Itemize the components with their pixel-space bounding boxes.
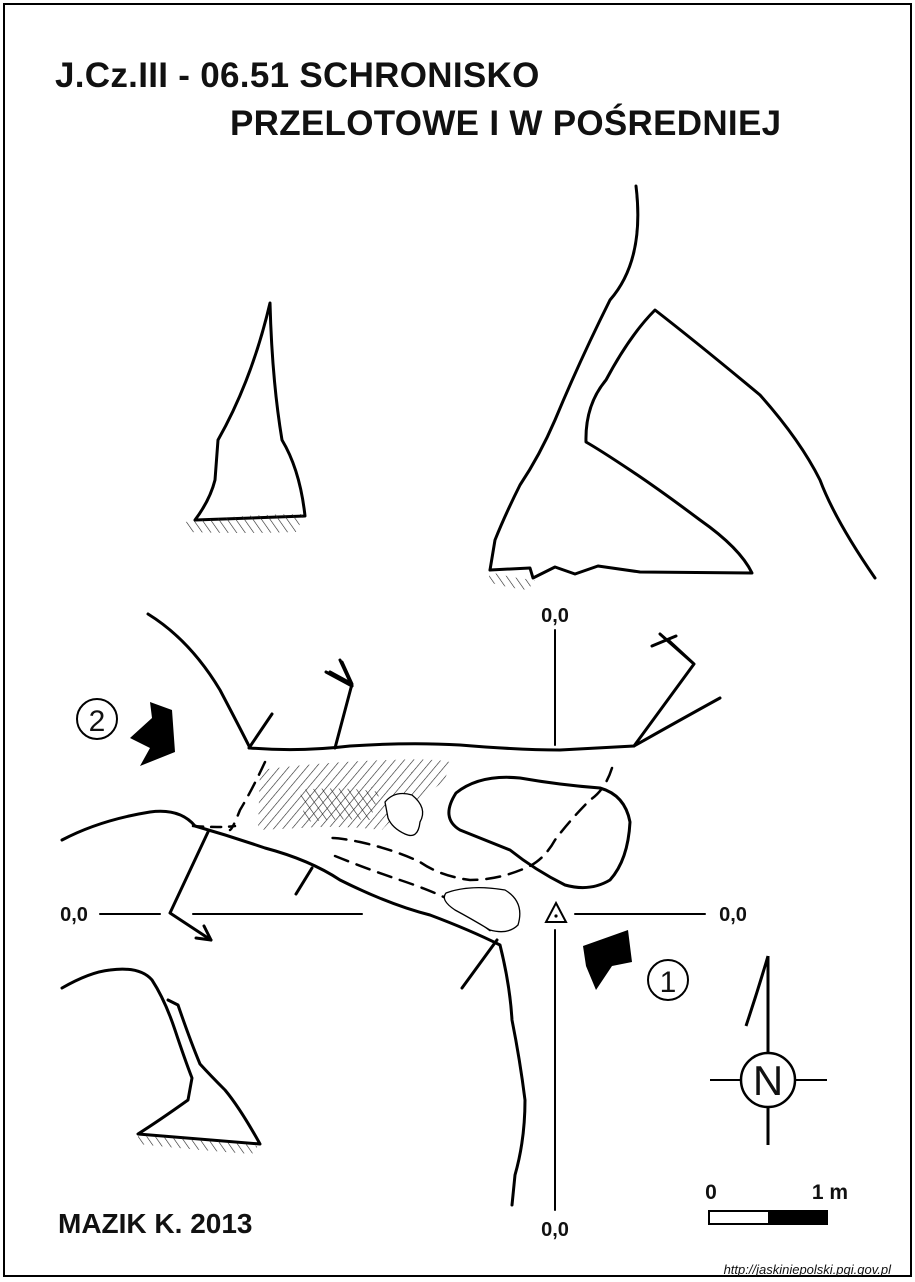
entrance-marker-2: 2 bbox=[76, 698, 118, 740]
title-line-2: PRZELOTOWE I W POŚREDNIEJ bbox=[230, 104, 782, 143]
scale-end-label: 1 m bbox=[812, 1181, 848, 1204]
cave-plan bbox=[60, 612, 722, 1207]
section-label-bottom: 0,0 bbox=[541, 1219, 569, 1241]
north-letter: N bbox=[753, 1057, 783, 1104]
entrance-number-1: 1 bbox=[660, 966, 677, 999]
entrance-number-2: 2 bbox=[89, 705, 106, 738]
cross-section-upper-left bbox=[185, 301, 307, 533]
title-line-1: J.Cz.III - 06.51 SCHRONISKO bbox=[55, 56, 540, 95]
section-lines bbox=[99, 629, 706, 1211]
author-credit: MAZIK K. 2013 bbox=[58, 1208, 253, 1239]
cross-section-lower-left bbox=[60, 967, 262, 1154]
scale-bar: 0 1 m bbox=[705, 1181, 848, 1225]
entrance-marker-1: 1 bbox=[647, 959, 689, 1001]
cross-section-upper-right bbox=[488, 184, 877, 590]
section-label-top: 0,0 bbox=[541, 605, 569, 627]
scale-start-label: 0 bbox=[705, 1181, 717, 1204]
entrance-arrow-1-icon bbox=[583, 930, 632, 990]
entrance-arrow-2-icon bbox=[130, 702, 175, 766]
section-label-left: 0,0 bbox=[60, 904, 88, 926]
source-url[interactable]: http://jaskiniepolski.pgi.gov.pl bbox=[723, 1262, 891, 1277]
datum-point-icon bbox=[544, 900, 568, 923]
section-label-right: 0,0 bbox=[719, 904, 747, 926]
north-arrow: N bbox=[710, 955, 827, 1145]
